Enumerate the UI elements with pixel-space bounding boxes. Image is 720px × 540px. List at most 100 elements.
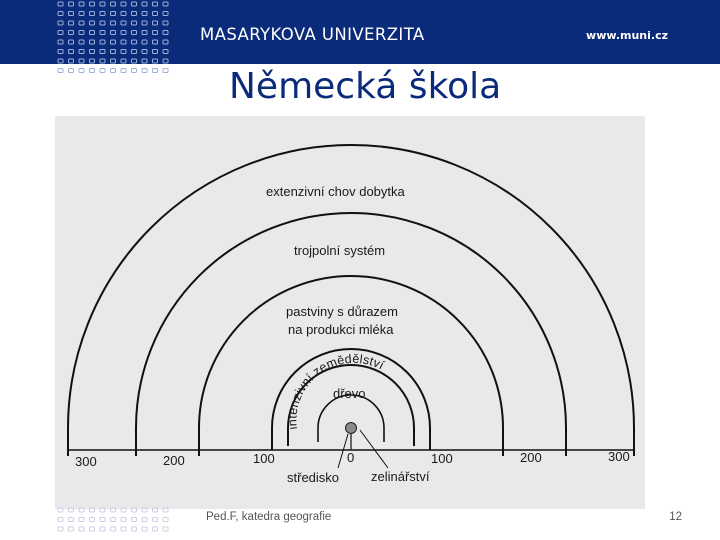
zone-label-extensive: extenzivní chov dobytka xyxy=(266,184,406,199)
distance-label-left-300: 300 xyxy=(75,454,97,469)
grid-dot xyxy=(68,517,74,522)
grid-dot xyxy=(162,1,169,7)
center-label: středisko xyxy=(287,470,339,485)
distance-label-left-200: 200 xyxy=(163,453,185,468)
grid-dot xyxy=(89,30,95,35)
grid-dot xyxy=(57,517,64,522)
grid-dot xyxy=(99,11,106,16)
grid-dot xyxy=(57,30,64,35)
grid-dot xyxy=(89,39,95,45)
grid-dot xyxy=(57,11,64,16)
grid-dot xyxy=(120,58,127,64)
grid-dot xyxy=(131,39,137,45)
distance-label-right-100: 100 xyxy=(431,451,453,466)
grid-dot xyxy=(99,39,106,45)
grid-dot xyxy=(78,11,85,16)
grid-dot xyxy=(78,517,85,522)
grid-dot xyxy=(162,507,169,513)
zone-label-wood: dřevo xyxy=(333,386,366,401)
grid-dot xyxy=(141,49,148,54)
concentric-zones-diagram: extenzivní chov dobytka trojpolní systém… xyxy=(67,144,635,485)
grid-dot xyxy=(57,49,64,54)
header-bar: MASARYKOVA UNIVERZITA www.muni.cz xyxy=(0,0,720,73)
grid-dot xyxy=(110,11,116,16)
grid-dot xyxy=(57,58,64,64)
footer-dot-grid-icon xyxy=(57,507,169,532)
zone-ring-outer xyxy=(67,144,635,456)
grid-dot xyxy=(89,11,95,16)
grid-dot xyxy=(110,1,116,7)
zone-ring-4 xyxy=(135,212,567,456)
grid-dot xyxy=(152,1,158,7)
grid-dot xyxy=(162,11,169,16)
grid-dot xyxy=(120,517,127,522)
grid-dot xyxy=(131,20,137,26)
grid-dot xyxy=(131,1,137,7)
grid-dot xyxy=(78,30,85,35)
grid-dot xyxy=(120,1,127,7)
distance-label-left-100: 100 xyxy=(253,451,275,466)
grid-dot xyxy=(141,39,148,45)
grid-dot xyxy=(141,11,148,16)
grid-dot xyxy=(152,30,158,35)
grid-dot xyxy=(152,49,158,54)
grid-dot xyxy=(141,507,148,513)
distance-label-right-300: 300 xyxy=(608,449,630,464)
grid-dot xyxy=(89,49,95,54)
footer-department: Ped.F, katedra geografie xyxy=(206,511,332,523)
grid-dot xyxy=(162,49,169,54)
grid-dot xyxy=(78,507,85,513)
grid-dot xyxy=(78,20,85,26)
grid-dot xyxy=(162,58,169,64)
distance-label-right-200: 200 xyxy=(520,450,542,465)
grid-dot xyxy=(68,68,74,73)
grid-dot xyxy=(68,11,74,16)
grid-dot xyxy=(120,526,127,532)
grid-dot xyxy=(120,49,127,54)
grid-dot xyxy=(99,49,106,54)
grid-dot xyxy=(152,68,158,73)
grid-dot xyxy=(68,526,74,532)
grid-dot xyxy=(162,20,169,26)
grid-dot xyxy=(162,68,169,73)
grid-dot xyxy=(68,20,74,26)
grid-dot xyxy=(57,1,64,7)
market-garden-label: zelinářství xyxy=(371,469,430,484)
center-pointer xyxy=(337,433,349,469)
grid-dot xyxy=(141,1,148,7)
grid-dot xyxy=(89,507,95,513)
grid-dot xyxy=(78,68,85,73)
grid-dot xyxy=(99,68,106,73)
grid-dot xyxy=(110,30,116,35)
grid-dot xyxy=(152,517,158,522)
grid-dot xyxy=(152,20,158,26)
grid-dot xyxy=(120,507,127,513)
grid-dot xyxy=(89,20,95,26)
grid-dot xyxy=(68,58,74,64)
university-name: MASARYKOVA UNIVERZITA xyxy=(200,25,425,44)
grid-dot xyxy=(110,526,116,532)
website-link[interactable]: www.muni.cz xyxy=(586,29,668,42)
zone-label-three-field: trojpolní systém xyxy=(294,243,385,258)
grid-dot xyxy=(110,68,116,73)
zone-label-pasture-1: pastviny s důrazem xyxy=(286,304,398,319)
grid-dot xyxy=(162,526,169,532)
grid-dot xyxy=(120,11,127,16)
grid-dot xyxy=(120,20,127,26)
dot-grid-logo-icon xyxy=(57,1,169,73)
grid-dot xyxy=(57,68,64,73)
grid-dot xyxy=(152,11,158,16)
grid-dot xyxy=(68,507,74,513)
zone-ring-3 xyxy=(198,275,504,456)
grid-dot xyxy=(78,39,85,45)
zone-ring-inner xyxy=(317,394,385,442)
grid-dot xyxy=(78,526,85,532)
grid-dot xyxy=(152,507,158,513)
grid-dot xyxy=(131,30,137,35)
grid-dot xyxy=(141,30,148,35)
grid-dot xyxy=(131,49,137,54)
zone-label-pasture-2: na produkci mléka xyxy=(288,322,394,337)
grid-dot xyxy=(131,507,137,513)
grid-dot xyxy=(68,30,74,35)
grid-dot xyxy=(99,517,106,522)
